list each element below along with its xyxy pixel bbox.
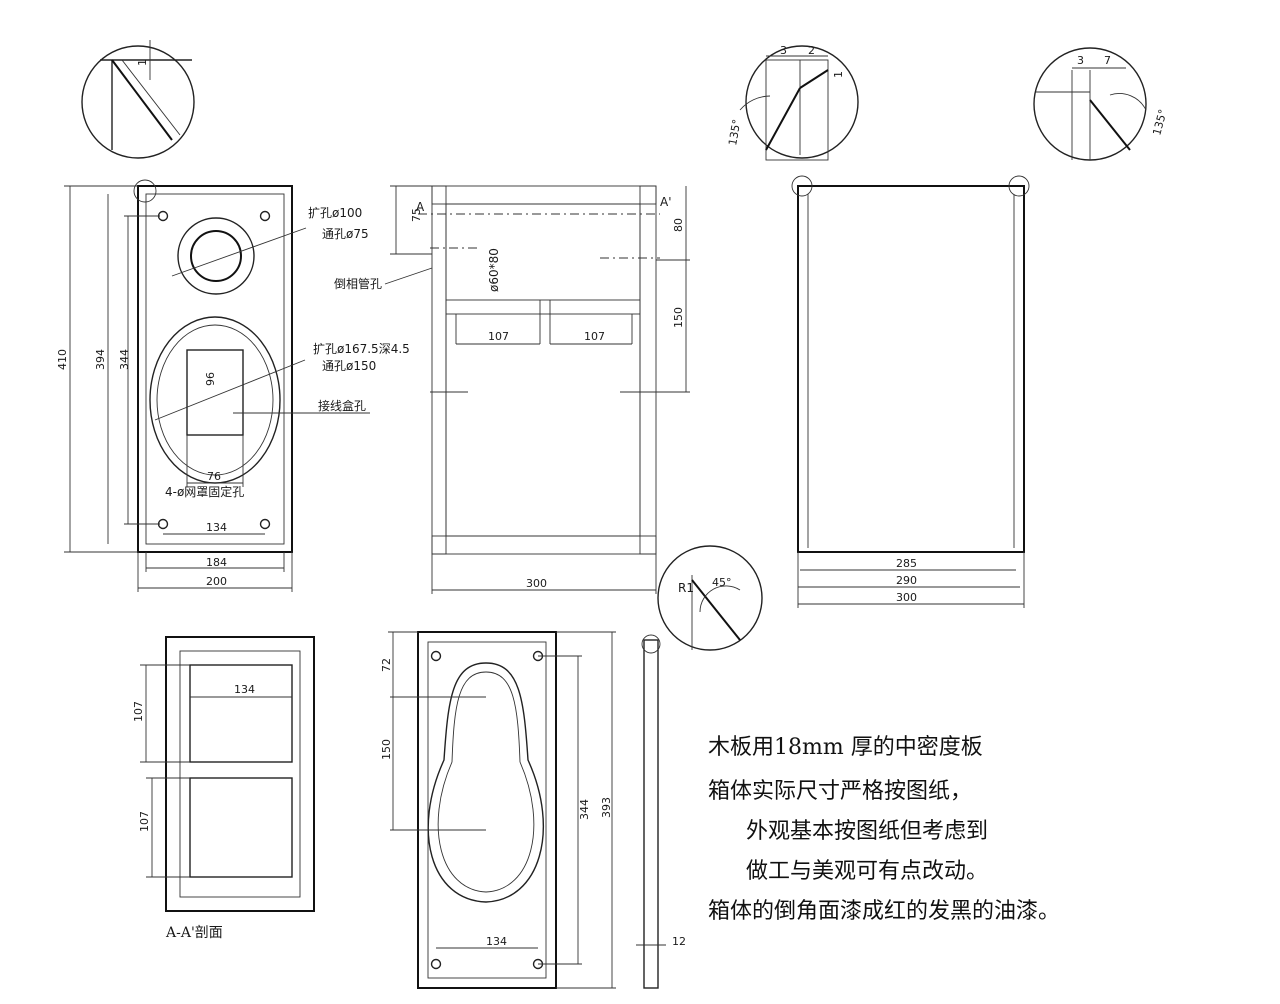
cut-label-a: A xyxy=(416,200,425,214)
dim-184: 184 xyxy=(206,556,227,569)
dim-107-right: 107 xyxy=(584,330,605,343)
side-section-view: A A' ø60*80 倒相管孔 75 80 150 107 107 300 xyxy=(334,185,690,594)
dim-290: 290 xyxy=(896,574,917,587)
notes-block: 木板用18mm 厚的中密度板 箱体实际尺寸严格按图纸， 外观基本按图纸但考虑到 … xyxy=(708,735,1060,924)
detail2-dim-b: 2 xyxy=(808,44,815,57)
dim-107-left: 107 xyxy=(488,330,509,343)
woofer-hole-label: 扩孔ø167.5深4.5 xyxy=(313,342,410,356)
detail4-radius: R1 xyxy=(678,581,694,595)
dim-134: 134 xyxy=(206,521,227,534)
dim-134-grille: 134 xyxy=(486,935,507,948)
dim-150-grille: 150 xyxy=(380,739,393,760)
side-panel-view: 285 290 300 xyxy=(791,175,1030,608)
section-aa-view: 134 107 107 A-A'剖面 xyxy=(132,636,315,941)
dim-134-section: 134 xyxy=(234,683,255,696)
dim-394: 394 xyxy=(94,349,107,370)
detail2-dim-c: 1 xyxy=(832,71,845,78)
port-size-label: ø60*80 xyxy=(487,248,501,292)
detail-circle-3: 3 7 135° xyxy=(1033,47,1170,161)
grille-holes-label: 4-ø网罩固定孔 xyxy=(165,484,244,499)
dim-300-side: 300 xyxy=(526,577,547,590)
dim-393: 393 xyxy=(600,797,613,818)
section-aa-title: A-A'剖面 xyxy=(165,925,223,941)
dim-344: 344 xyxy=(118,349,131,370)
dim-76: 76 xyxy=(207,470,221,483)
dim-344-grille: 344 xyxy=(578,799,591,820)
detail-circle-4: R1 45° xyxy=(657,545,763,651)
front-panel-view: 扩孔ø100 通孔ø75 扩孔ø167.5深4.5 通孔ø150 接线盒孔 4-… xyxy=(56,179,410,592)
detail4-angle: 45° xyxy=(712,576,732,589)
dim-107-lower: 107 xyxy=(138,811,151,832)
grille-frame-view: 72 150 344 393 134 12 xyxy=(380,631,686,989)
detail-circle-1: 1 xyxy=(81,40,195,159)
dim-410: 410 xyxy=(56,349,69,370)
terminal-hole-label: 接线盒孔 xyxy=(318,398,366,413)
detail-circle-2: 3 2 1 135° xyxy=(726,44,859,161)
port-tube-label: 倒相管孔 xyxy=(334,276,382,291)
note-line-5: 箱体的倒角面漆成红的发黑的油漆。 xyxy=(708,899,1060,924)
detail1-dim: 1 xyxy=(136,59,149,66)
note-line-2: 箱体实际尺寸严格按图纸， xyxy=(708,779,972,804)
dim-80: 80 xyxy=(672,218,685,232)
note-line-1: 木板用18mm 厚的中密度板 xyxy=(708,735,983,760)
dim-285: 285 xyxy=(896,557,917,570)
cut-label-a-prime: A' xyxy=(660,195,672,209)
note-line-3: 外观基本按图纸但考虑到 xyxy=(746,819,988,844)
dim-300-panel: 300 xyxy=(896,591,917,604)
dim-12: 12 xyxy=(672,935,686,948)
note-line-4: 做工与美观可有点改动。 xyxy=(746,859,988,884)
dim-75: 75 xyxy=(410,208,423,222)
dim-96: 96 xyxy=(204,372,217,386)
detail3-dim-b: 7 xyxy=(1104,54,1111,67)
detail3-angle: 135° xyxy=(1150,108,1169,137)
detail2-dim-a: 3 xyxy=(780,44,787,57)
woofer-through-label: 通孔ø150 xyxy=(322,359,376,373)
dim-107-upper: 107 xyxy=(132,701,145,722)
detail3-dim-a: 3 xyxy=(1077,54,1084,67)
detail2-angle: 135° xyxy=(726,118,743,146)
dim-200: 200 xyxy=(206,575,227,588)
tweeter-hole-label: 扩孔ø100 xyxy=(308,206,362,220)
tweeter-through-label: 通孔ø75 xyxy=(322,227,369,241)
dim-72: 72 xyxy=(380,658,393,672)
dim-150-side: 150 xyxy=(672,307,685,328)
